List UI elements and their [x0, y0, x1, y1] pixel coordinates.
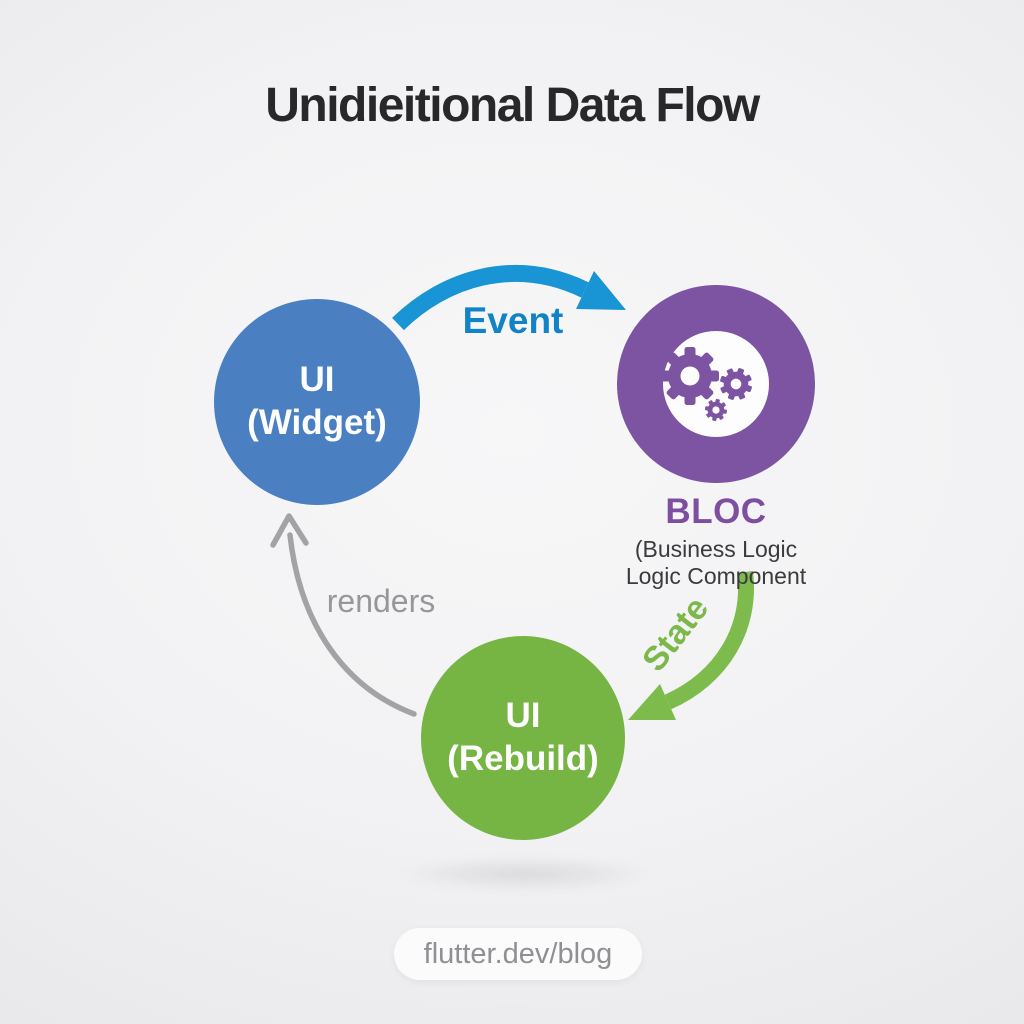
ui-rebuild-label: UI (Rebuild) [447, 695, 599, 780]
ui-rebuild-line1: UI [505, 696, 541, 736]
bloc-node [617, 285, 815, 483]
ui-widget-line2: (Widget) [247, 403, 387, 442]
ui-rebuild-node: UI (Rebuild) [421, 636, 625, 840]
bloc-label: BLOC [665, 492, 767, 531]
footer-url: flutter.dev/blog [423, 937, 613, 970]
ui-widget-label: UI (Widget) [247, 359, 387, 444]
ui-widget-line1: UI [299, 360, 335, 400]
page-title: Unidieitional Data Flow [265, 79, 760, 132]
bloc-sublabel-line1: (Business Logic [634, 536, 798, 562]
gears-icon [661, 331, 769, 437]
renders-arrowhead [270, 513, 309, 548]
ui-rebuild-line2: (Rebuild) [447, 739, 599, 778]
ground-shadow [395, 856, 655, 892]
event-arrow-label: Event [462, 300, 564, 341]
bloc-sublabel-line2: Logic Component [625, 563, 807, 590]
bloc-caption: BLOC (Business Logic Logic Component [566, 492, 866, 590]
ui-widget-node: UI (Widget) [214, 299, 420, 505]
footer-pill: flutter.dev/blog [394, 928, 642, 980]
bloc-sublabel: (Business Logic Logic Component [566, 536, 866, 590]
renders-arrow-label: renders [326, 583, 436, 619]
